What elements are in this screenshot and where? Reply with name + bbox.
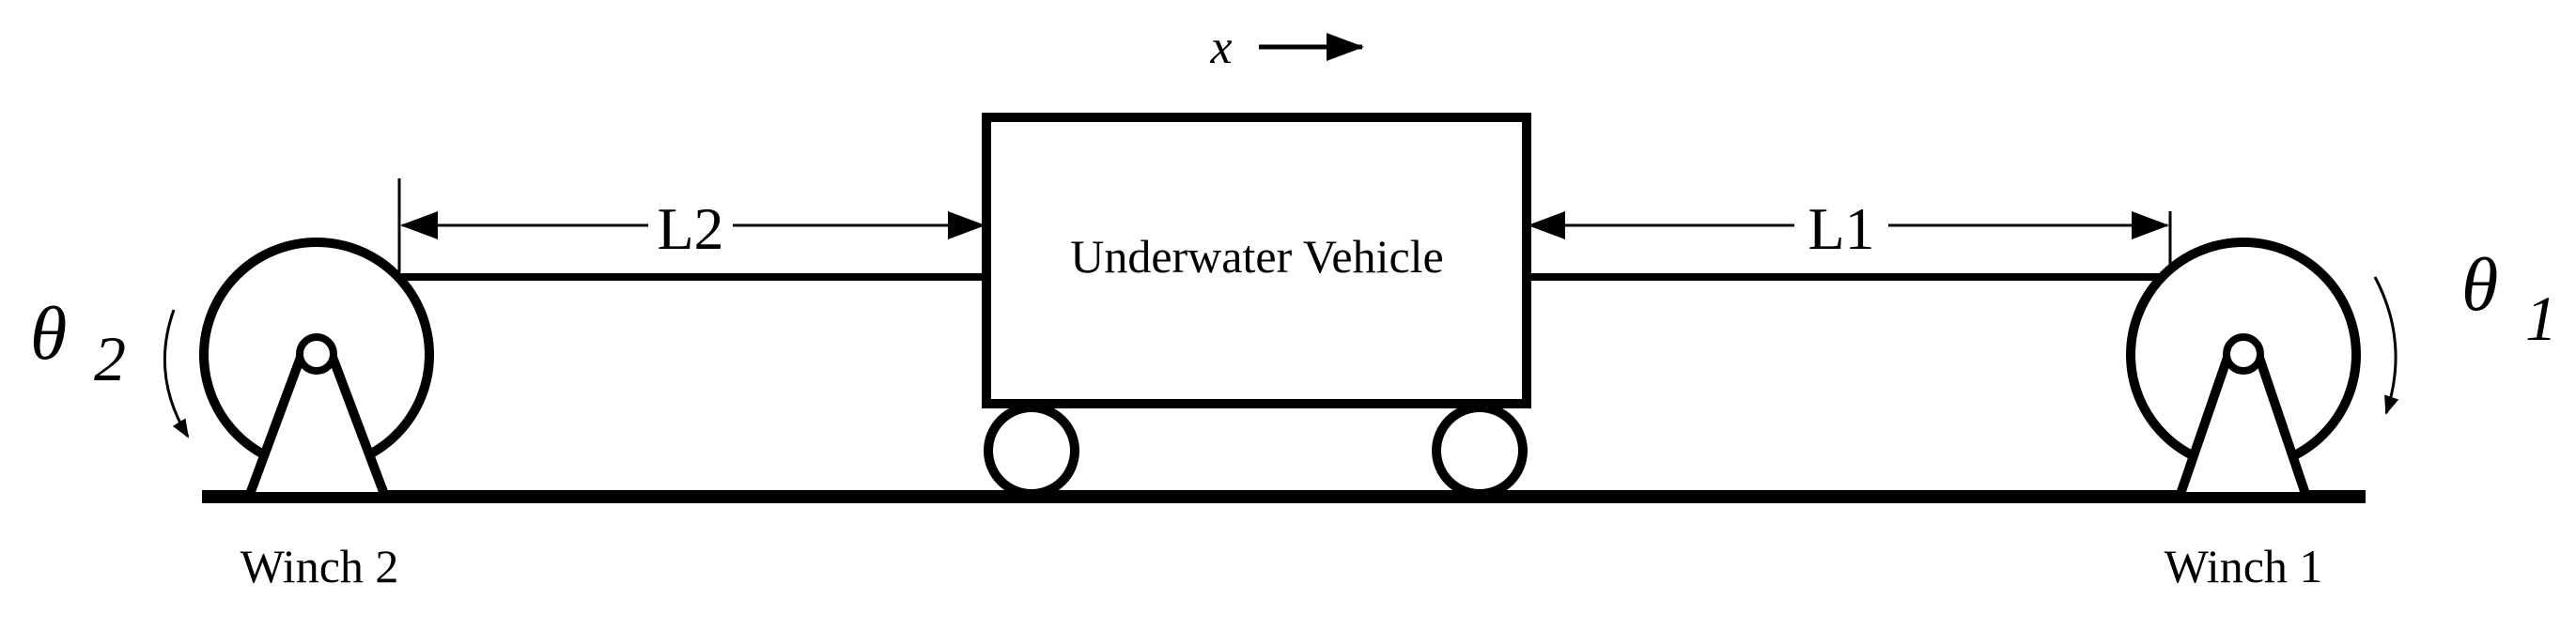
rotation-arrow-right: [2373, 276, 2399, 415]
angle-left-symbol: θ: [30, 293, 67, 376]
winch-right: [2126, 238, 2361, 501]
winch-left-label: Winch 2: [241, 540, 399, 592]
vehicle-body: [982, 113, 1531, 408]
length-right-label: L1: [1808, 195, 1874, 262]
winch-left-axle: [296, 333, 337, 375]
winch-right-label: Winch 1: [2165, 540, 2323, 592]
angle-right-subscript: 1: [2525, 283, 2557, 354]
motion-label: x: [1209, 21, 1232, 74]
angle-left-subscript: 2: [94, 323, 126, 394]
vehicle-wheel-left: [984, 403, 1079, 499]
vehicle-label: Underwater Vehicle: [1070, 230, 1444, 283]
winch-left: [199, 238, 434, 501]
length-left-label: L2: [657, 195, 723, 262]
angle-right-symbol: θ: [2461, 244, 2498, 327]
rotation-arrow-left: [163, 309, 190, 438]
winch-right-axle: [2223, 333, 2264, 375]
vehicle-wheel-right: [1432, 403, 1528, 499]
